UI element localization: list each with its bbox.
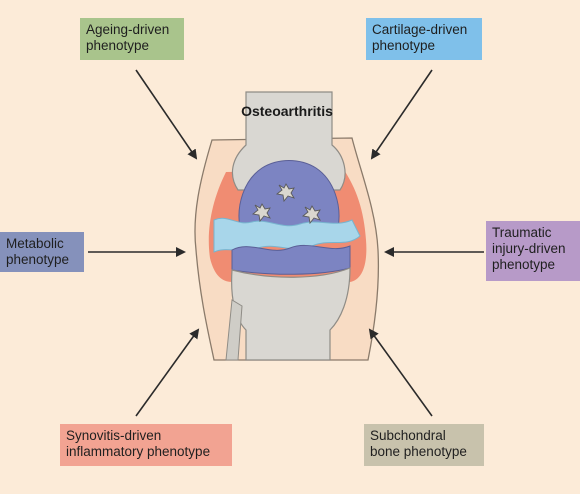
lesion-2 <box>251 203 272 223</box>
lower-cartilage <box>231 244 351 275</box>
traumatic-phenotype-label: Traumatic injury-driven phenotype <box>486 221 580 281</box>
lesion-1 <box>275 183 296 203</box>
arrow-subchondral <box>368 328 433 417</box>
synovitis-phenotype-label: Synovitis-driven inflammatory phenotype <box>60 424 232 466</box>
lesion-3 <box>301 205 322 225</box>
metabolic-phenotype-label: Metabolic phenotype <box>0 232 84 272</box>
arrow-cartilage <box>370 69 433 160</box>
cartilage-phenotype-label: Cartilage-driven phenotype <box>366 18 482 60</box>
femur-bone <box>231 91 346 191</box>
fibula-bone <box>225 299 243 361</box>
diagram-title: Osteoarthritis <box>241 103 333 119</box>
subchondral-phenotype-label: Subchondral bone phenotype <box>364 424 484 466</box>
ageing-phenotype-label: Ageing-driven phenotype <box>80 18 184 60</box>
arrow-ageing <box>135 69 198 160</box>
arrow-synovitis <box>135 328 200 417</box>
